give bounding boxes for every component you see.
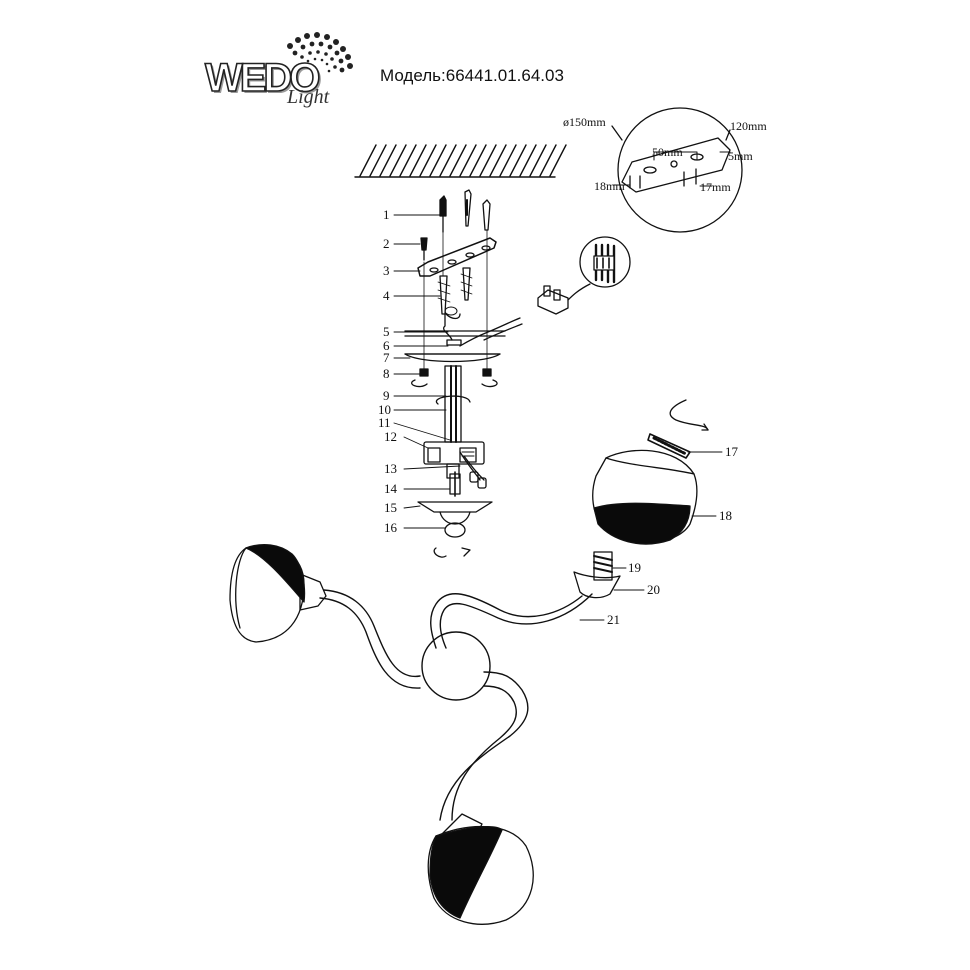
socket-cup (573, 551, 621, 599)
logo-swirl-icon (287, 32, 353, 73)
model-label: Модель: (380, 66, 446, 85)
bracket-detail-circle (611, 107, 743, 233)
callout-6: 6 (383, 338, 390, 353)
shade-bottom (427, 813, 534, 925)
shade-left (229, 543, 327, 643)
shade-top (592, 449, 698, 545)
callout-5: 5 (383, 324, 390, 339)
dim-thickness: 5mm (728, 149, 753, 163)
logo-script: Light (287, 86, 330, 108)
callout-1: 1 (383, 207, 390, 222)
dim-width: 120mm (730, 119, 767, 133)
model-line: Модель:66441.01.64.03 (380, 66, 564, 86)
central-body (423, 365, 487, 489)
dim-slot-spacing: 50mm (652, 145, 683, 159)
callout-4: 4 (383, 288, 390, 303)
dim-slot-right: 17mm (700, 180, 731, 194)
rotation-arrows (435, 395, 709, 431)
callout-7: 7 (383, 350, 390, 365)
callout-18: 18 (719, 508, 732, 523)
guide-lines (423, 229, 488, 371)
arm-tubes (319, 589, 593, 821)
lower-fixings (417, 471, 493, 558)
ceiling-hatch (354, 144, 567, 178)
callout-11: 11 (378, 415, 391, 430)
callout-17: 17 (725, 444, 738, 459)
callout-leaders (393, 214, 723, 621)
callout-20: 20 (647, 582, 660, 597)
part-17-ring (647, 433, 691, 459)
callout-8: 8 (383, 366, 390, 381)
callout-13: 13 (384, 461, 397, 476)
canopy-group (404, 306, 506, 388)
detail-dimension-labels: ø150mm 120mm 50mm 5mm 18mm 17mm (563, 115, 767, 194)
mounting-bar (417, 237, 497, 277)
callout-9: 9 (383, 388, 390, 403)
callout-16: 16 (384, 520, 397, 535)
terminal-block (459, 236, 631, 347)
callout-19: 19 (628, 560, 641, 575)
model-number: 66441.01.64.03 (445, 66, 564, 85)
callout-2: 2 (383, 236, 390, 251)
callout-14: 14 (384, 481, 397, 496)
callout-10: 10 (378, 402, 391, 417)
logo-wordmark: WEDO (204, 55, 321, 101)
callout-21: 21 (607, 612, 620, 627)
callout-15: 15 (384, 500, 397, 515)
dim-slot-left: 18mm (594, 179, 625, 193)
callout-12: 12 (384, 429, 397, 444)
screw-parts (420, 189, 491, 315)
callout-3: 3 (383, 263, 390, 278)
dim-diameter: ø150mm (563, 115, 606, 129)
